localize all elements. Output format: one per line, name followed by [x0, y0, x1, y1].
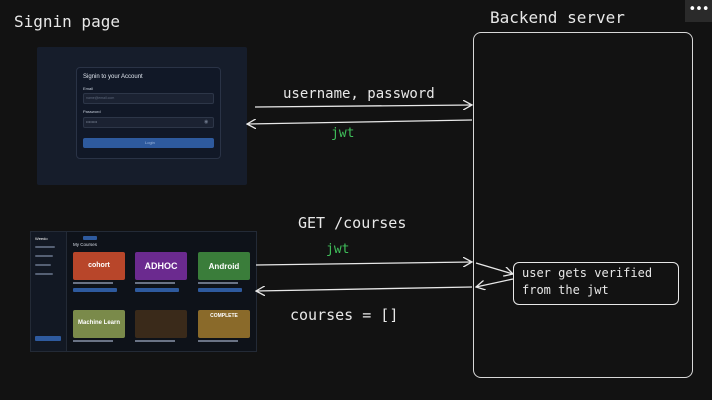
request-arrow-credentials: [254, 105, 472, 107]
email-label: Email: [83, 86, 94, 91]
password-label: Password: [83, 109, 101, 114]
password-value: ••••••••: [86, 119, 98, 124]
sidebar-cta-button[interactable]: [35, 336, 61, 341]
courses-result-label: courses = []: [290, 306, 399, 324]
password-field[interactable]: •••••••• ◉: [83, 117, 214, 128]
view-course-button[interactable]: [135, 288, 179, 292]
course-thumbnail: ADHOC: [135, 252, 187, 280]
jwt-request-label: jwt: [326, 242, 350, 257]
sidebar-item-all-courses[interactable]: [35, 246, 55, 248]
view-course-button[interactable]: [73, 288, 117, 292]
response-arrow-jwt: [247, 120, 473, 124]
course-thumbnail: cohort: [73, 252, 125, 280]
course-card[interactable]: ADHOC: [135, 252, 187, 292]
jwt-response-label: jwt: [331, 126, 355, 141]
login-button-label: Login: [145, 140, 155, 145]
sidebar-item-settings[interactable]: [35, 273, 53, 275]
course-thumbnail: [135, 310, 187, 338]
server-to-verify-arrow: [475, 262, 513, 274]
backend-server-box: [473, 32, 693, 378]
courses-screenshot: Weedo My Courses cohort ADHOC Android Ma…: [30, 231, 257, 352]
backend-server-title: Backend server: [490, 8, 625, 27]
username-password-label: username, password: [283, 86, 435, 102]
course-thumbnail: COMPLETE: [198, 310, 250, 338]
course-card[interactable]: Android: [198, 252, 250, 292]
course-card[interactable]: cohort: [73, 252, 125, 292]
courses-sidebar: Weedo: [31, 232, 67, 351]
request-arrow-get-courses: [255, 262, 472, 265]
section-title: My Courses: [73, 242, 98, 247]
signin-screenshot: Signin to your Account Email name@email.…: [37, 47, 247, 185]
verification-box: user gets verified from the jwt: [513, 262, 679, 305]
more-options-icon[interactable]: •••: [685, 0, 712, 22]
get-courses-label: GET /courses: [298, 214, 407, 232]
view-course-button[interactable]: [198, 288, 242, 292]
sidebar-item-downloads[interactable]: [35, 255, 53, 257]
course-thumbnail: Android: [198, 252, 250, 280]
brand-logo: Weedo: [35, 236, 48, 241]
top-tab[interactable]: [83, 236, 97, 240]
verify-to-server-arrow: [476, 278, 514, 287]
response-arrow-courses: [256, 287, 473, 291]
login-button[interactable]: Login: [83, 138, 214, 148]
signin-heading: Signin to your Account: [83, 74, 143, 80]
eye-icon[interactable]: ◉: [204, 119, 209, 125]
email-field[interactable]: name@email.com: [83, 93, 214, 104]
sidebar-item-contact[interactable]: [35, 264, 51, 266]
signin-page-title: Signin page: [14, 12, 120, 31]
signin-card: Signin to your Account Email name@email.…: [76, 67, 221, 159]
verify-text-line1: user gets verified: [522, 266, 653, 280]
verify-text-line2: from the jwt: [522, 283, 609, 297]
course-card[interactable]: [135, 310, 187, 342]
course-thumbnail: Machine Learn: [73, 310, 125, 338]
course-card[interactable]: COMPLETE: [198, 310, 250, 342]
email-placeholder: name@email.com: [86, 96, 115, 100]
course-card[interactable]: Machine Learn: [73, 310, 125, 342]
